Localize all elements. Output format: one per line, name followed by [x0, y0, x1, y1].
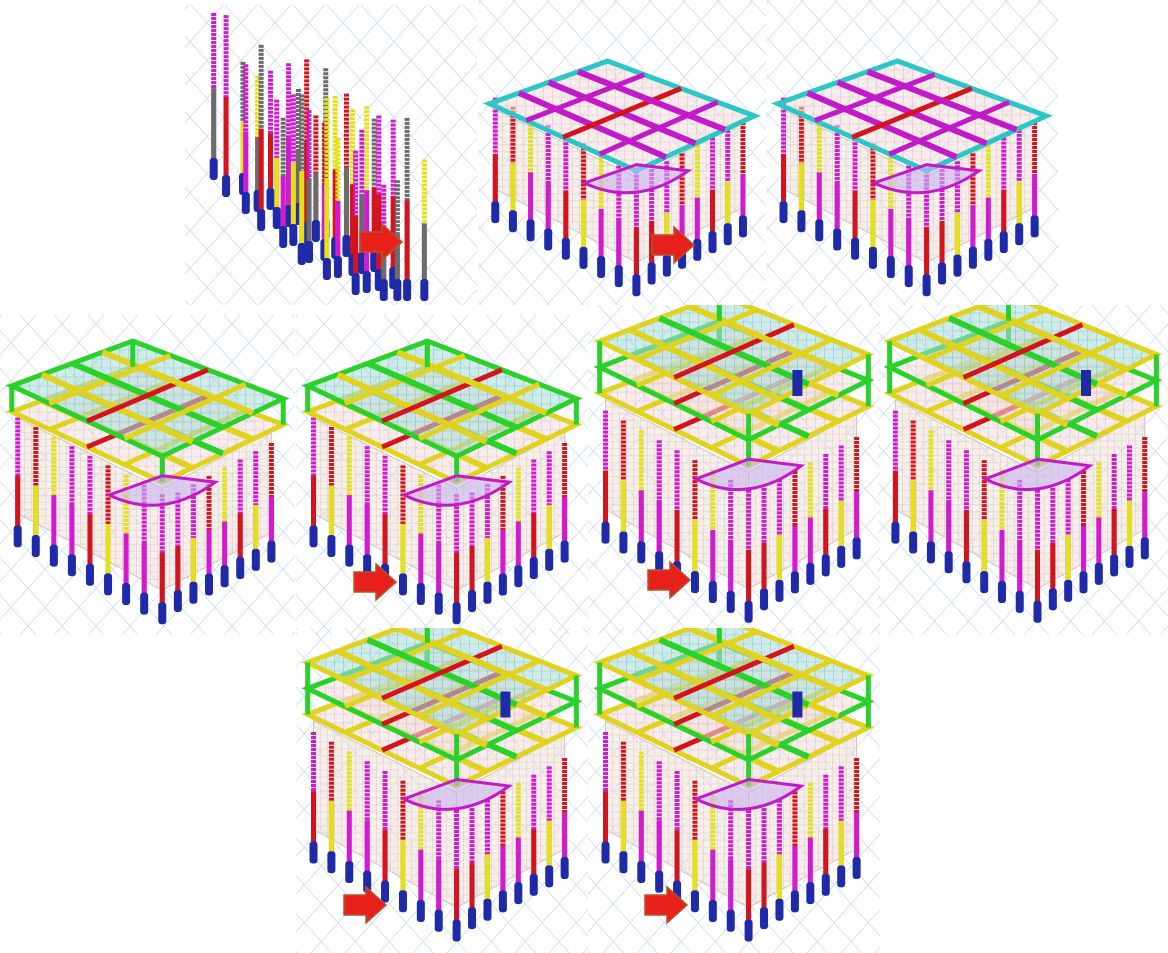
structural-model: [478, 0, 766, 305]
curved-slab: [692, 457, 806, 491]
curved-slab: [400, 474, 514, 507]
right-arrow-icon: [353, 562, 398, 602]
right-arrow-icon: [343, 885, 388, 925]
structural-model: [588, 628, 880, 953]
stair-core: [792, 370, 803, 396]
stage-panel-5-second-floor: [296, 315, 588, 635]
stage-panel-2-first-floor: [478, 0, 766, 305]
structural-model: [0, 315, 295, 635]
right-arrow-icon: [644, 885, 689, 925]
curved-slab: [580, 163, 693, 195]
right-arrow-icon: [359, 222, 404, 262]
stage-panel-7-upper-floors: [878, 305, 1168, 635]
curved-slab: [870, 163, 984, 195]
columns-group: [13, 417, 276, 625]
columns-group: [209, 13, 429, 301]
stair-core: [1081, 370, 1091, 396]
ground-grid: [185, 5, 477, 305]
structural-model: [296, 315, 588, 635]
floor-beams-group: [301, 338, 583, 485]
right-arrow-icon: [647, 560, 692, 600]
right-arrow-icon: [651, 225, 696, 265]
stair-core: [500, 691, 511, 718]
columns-group: [601, 732, 861, 942]
floor-beams-group: [482, 58, 761, 174]
columns-group: [491, 97, 747, 297]
stage-panel-6-upper-floors: [588, 305, 880, 635]
structural-model: [296, 628, 588, 953]
curved-slab: [692, 777, 806, 811]
curved-slab: [105, 474, 220, 507]
structural-model: [878, 305, 1168, 635]
stage-panel-3-first-floor: [766, 0, 1058, 305]
columns-group: [309, 417, 569, 625]
stage-panel-4-second-floor: [0, 315, 295, 635]
structural-model: [766, 0, 1058, 305]
floor-beams-group: [593, 305, 875, 469]
stage-panel-9-complete: [588, 628, 880, 953]
structural-model: [185, 5, 477, 305]
floor-beams-group: [301, 628, 583, 789]
columns-group: [891, 410, 1149, 623]
curved-slab: [981, 457, 1094, 491]
stair-core: [792, 691, 803, 718]
structural-model: [588, 305, 880, 635]
curved-slab: [400, 777, 514, 811]
columns-group: [779, 97, 1039, 297]
stage-panel-8-complete: [296, 628, 588, 953]
stage-panel-1-columns: [185, 5, 477, 305]
columns-group: [309, 732, 569, 942]
columns-group: [601, 410, 861, 623]
floor-beams-group: [883, 305, 1163, 469]
